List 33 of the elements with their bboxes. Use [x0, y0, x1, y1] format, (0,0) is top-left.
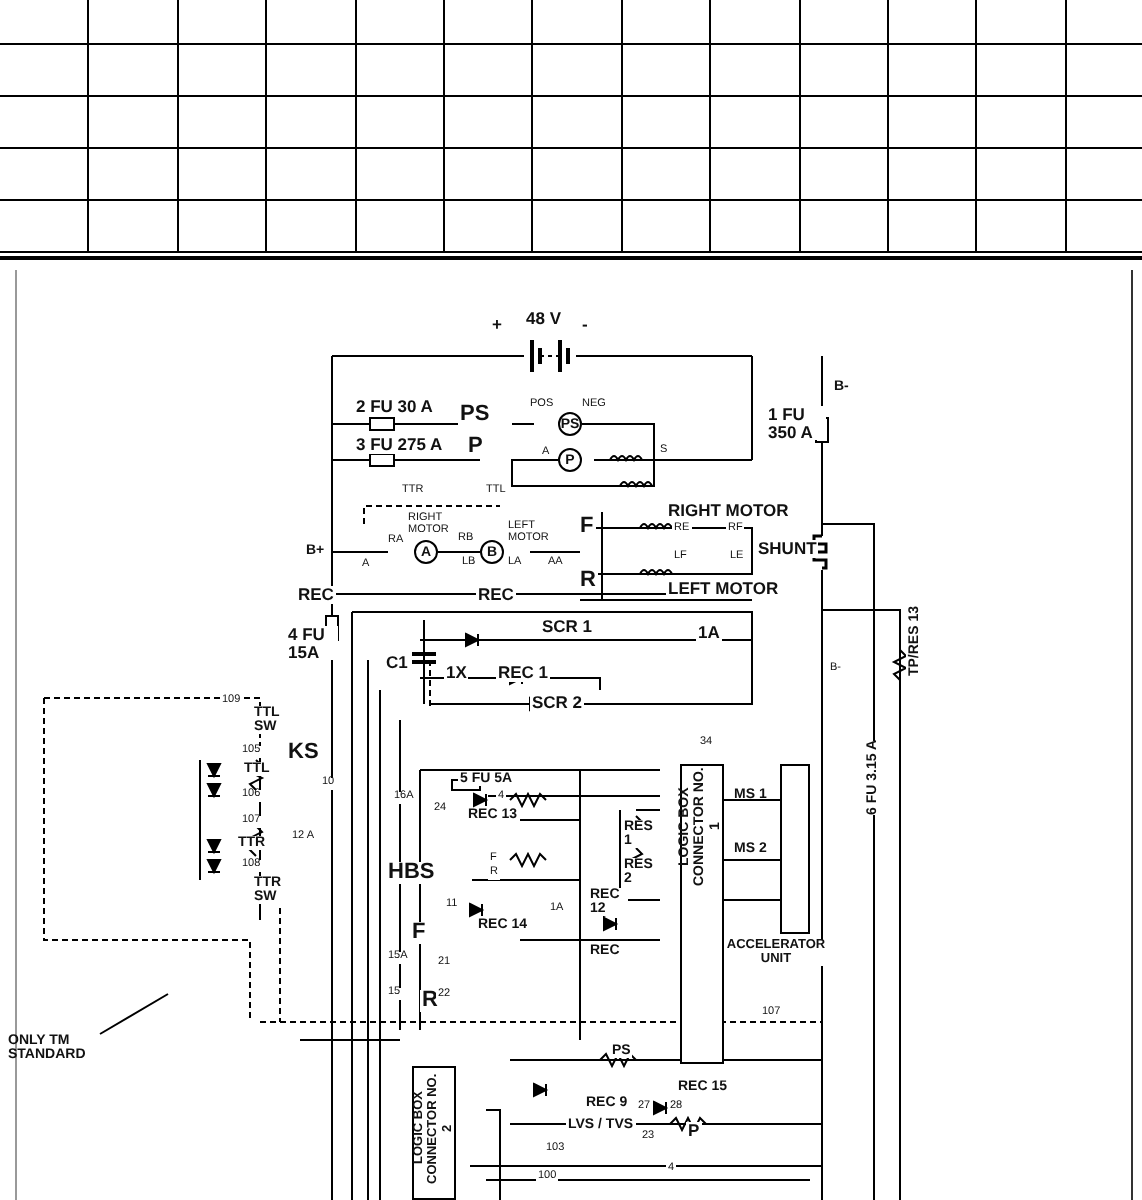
component-label: REC: [296, 586, 336, 603]
leader-line: [99, 993, 169, 1035]
component-label: F: [410, 922, 428, 944]
component-label: 4 FU 15A: [286, 626, 338, 660]
component-label: 1X: [444, 664, 469, 681]
wire-connection: [437, 551, 481, 553]
component-label: C1: [384, 654, 410, 671]
component-label: 48 V: [524, 310, 563, 327]
component-label: +: [490, 316, 504, 333]
component-label: HBS: [386, 862, 437, 884]
component-label: 2 FU 30 A: [354, 398, 435, 415]
component-label: RIGHT MOTOR: [666, 502, 791, 519]
wire-connection: [511, 423, 655, 487]
component-label: 3 FU 275 A: [354, 436, 445, 453]
component-label: P: [686, 1122, 702, 1139]
wire-connection: [723, 799, 781, 801]
component-label: 1A: [696, 624, 722, 641]
component-label: REC: [476, 586, 516, 603]
component-label: R: [578, 570, 598, 592]
wire-connection: [723, 899, 781, 901]
component-label: SCR 1: [540, 618, 595, 635]
unit-box: [780, 764, 810, 934]
component-label: PS: [458, 404, 492, 426]
component-label: R: [420, 990, 440, 1012]
component-label: SHUNT: [756, 540, 819, 557]
component-label: LEFT MOTOR: [666, 580, 781, 597]
component-label: P: [466, 436, 485, 458]
wire-connection: [723, 859, 781, 861]
component-label: REC 1: [496, 664, 551, 681]
component-label: 1 FU 350 A: [766, 406, 826, 440]
component-label: SCR 2: [530, 694, 585, 711]
component-label: F: [578, 516, 596, 538]
component-label: KS: [286, 742, 321, 764]
